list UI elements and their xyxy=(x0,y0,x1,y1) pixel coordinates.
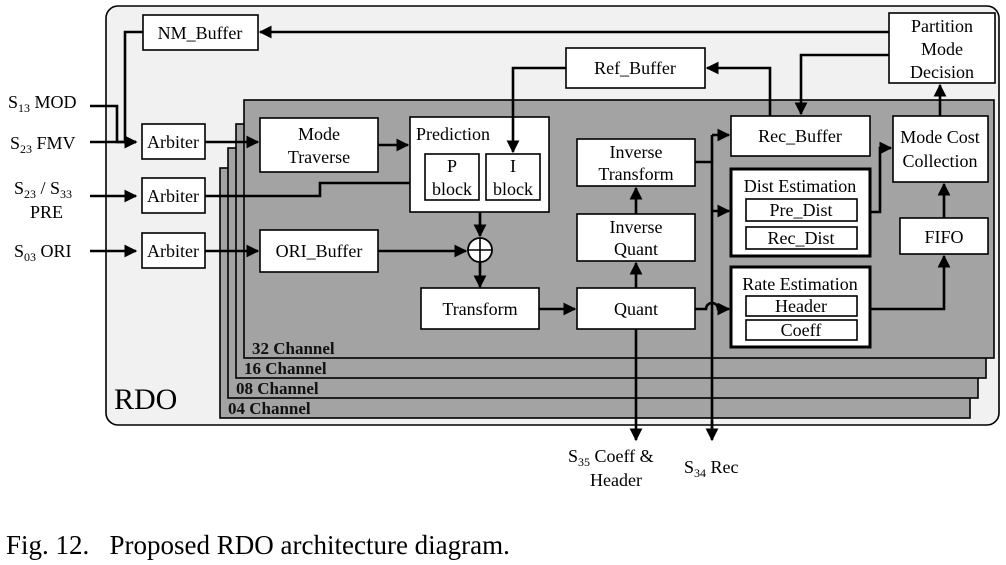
output-s34-rec: S34 Rec xyxy=(684,457,739,480)
svg-text:Rec_Dist: Rec_Dist xyxy=(768,228,835,248)
wire-dist-to-mode-cost xyxy=(870,141,893,214)
svg-text:ORI_Buffer: ORI_Buffer xyxy=(276,241,363,261)
i-block: I block xyxy=(485,153,541,201)
prediction-block: Prediction P block I block xyxy=(409,116,550,213)
svg-text:Collection: Collection xyxy=(903,151,978,171)
rdo-architecture-diagram: RDO 32 Channel 16 Channel 08 Channel 04 … xyxy=(8,5,1000,490)
ori-buffer-block: ORI_Buffer xyxy=(259,229,379,273)
inverse-transform-block: Inverse Transform xyxy=(576,138,696,187)
channel-label-16: 16 Channel xyxy=(244,359,327,378)
input-s23-s33-pre: S23 / S33 PRE xyxy=(14,178,72,222)
wire-rec-buffer-to-ref-buffer xyxy=(705,61,772,116)
arbiter-block-2: Arbiter xyxy=(141,177,206,214)
svg-text:Dist Estimation: Dist Estimation xyxy=(744,176,857,196)
rec-dist-block: Rec_Dist xyxy=(745,226,858,250)
svg-text:Rate Estimation: Rate Estimation xyxy=(742,274,857,294)
svg-text:FIFO: FIFO xyxy=(924,227,963,247)
svg-text:NM_Buffer: NM_Buffer xyxy=(158,23,243,43)
svg-text:Quant: Quant xyxy=(614,239,658,259)
svg-text:Mode: Mode xyxy=(298,124,340,144)
svg-text:Coeff: Coeff xyxy=(781,320,822,340)
wire-quant-to-rate-estimation xyxy=(695,301,731,316)
mode-cost-collection-block: Mode Cost Collection xyxy=(892,115,989,183)
svg-text:Prediction: Prediction xyxy=(416,124,490,144)
output-s35-coeff-header: S35 Coeff & Header xyxy=(568,446,654,490)
quant-block: Quant xyxy=(576,287,696,330)
header-block: Header xyxy=(745,295,858,317)
transform-block: Transform xyxy=(420,287,540,330)
svg-text:Transform: Transform xyxy=(598,164,673,184)
wire-nm-to-arbiter xyxy=(123,30,143,149)
svg-text:Header: Header xyxy=(775,296,827,316)
svg-text:S03 ORI: S03 ORI xyxy=(14,241,72,264)
figure-caption: Fig. 12. Proposed RDO architecture diagr… xyxy=(6,530,510,560)
arbiter-block-1: Arbiter xyxy=(141,123,206,160)
rec-buffer-block: Rec_Buffer xyxy=(730,115,871,157)
channel-label-04: 04 Channel xyxy=(228,399,311,418)
svg-text:S34 Rec: S34 Rec xyxy=(684,457,739,480)
svg-text:Header: Header xyxy=(590,470,642,490)
svg-text:Ref_Buffer: Ref_Buffer xyxy=(594,58,676,78)
svg-text:Inverse: Inverse xyxy=(610,217,663,237)
input-s03-ori: S03 ORI xyxy=(14,241,72,264)
svg-text:Transform: Transform xyxy=(442,299,517,319)
p-block: P block xyxy=(424,153,480,201)
channel-label-08: 08 Channel xyxy=(236,379,319,398)
svg-text:Quant: Quant xyxy=(614,299,658,319)
svg-text:Decision: Decision xyxy=(910,62,974,82)
wire-rate-to-fifo xyxy=(870,254,951,311)
svg-text:Arbiter: Arbiter xyxy=(147,241,199,261)
svg-text:S23 FMV: S23 FMV xyxy=(10,133,76,156)
svg-text:S35 Coeff &: S35 Coeff & xyxy=(568,446,654,469)
channel-label-32: 32 Channel xyxy=(252,339,335,358)
svg-text:Mode Cost: Mode Cost xyxy=(900,127,980,147)
arbiter-block-3: Arbiter xyxy=(141,232,206,269)
svg-text:block: block xyxy=(432,179,472,199)
input-s13-mod: S13 MOD xyxy=(8,92,77,115)
fifo-block: FIFO xyxy=(899,217,989,255)
svg-text:Arbiter: Arbiter xyxy=(147,132,199,152)
svg-text:S13 MOD: S13 MOD xyxy=(8,92,77,115)
wire-arbiter2-to-p-block xyxy=(205,176,426,198)
svg-text:P: P xyxy=(447,156,457,176)
nm-buffer-block: NM_Buffer xyxy=(142,14,259,51)
sum-node-icon xyxy=(467,237,493,263)
svg-text:Traverse: Traverse xyxy=(288,147,350,167)
svg-text:block: block xyxy=(493,179,533,199)
rdo-label: RDO xyxy=(114,383,177,416)
svg-text:I: I xyxy=(510,156,516,176)
svg-text:Partition: Partition xyxy=(911,16,973,36)
svg-text:Rec_Buffer: Rec_Buffer xyxy=(758,126,842,146)
rate-estimation-block: Rate Estimation Header Coeff xyxy=(729,265,872,349)
wire-partition-to-rec-buffer xyxy=(794,53,892,116)
partition-mode-decision-block: Partition Mode Decision xyxy=(888,12,996,84)
svg-text:Inverse: Inverse xyxy=(610,142,663,162)
wire-ref-buffer-to-i-block xyxy=(506,66,566,154)
coeff-block: Coeff xyxy=(745,319,858,341)
input-s23-fmv: S23 FMV xyxy=(10,133,76,156)
inverse-quant-block: Inverse Quant xyxy=(576,213,696,262)
dist-estimation-block: Dist Estimation Pre_Dist Rec_Dist xyxy=(729,167,872,258)
svg-text:Mode: Mode xyxy=(921,39,963,59)
svg-text:PRE: PRE xyxy=(30,202,63,222)
mode-traverse-block: Mode Traverse xyxy=(259,117,379,173)
ref-buffer-block: Ref_Buffer xyxy=(565,47,706,89)
svg-text:Arbiter: Arbiter xyxy=(147,186,199,206)
pre-dist-block: Pre_Dist xyxy=(745,198,858,222)
svg-text:Pre_Dist: Pre_Dist xyxy=(770,200,833,220)
svg-text:S23 / S33: S23 / S33 xyxy=(14,178,72,201)
